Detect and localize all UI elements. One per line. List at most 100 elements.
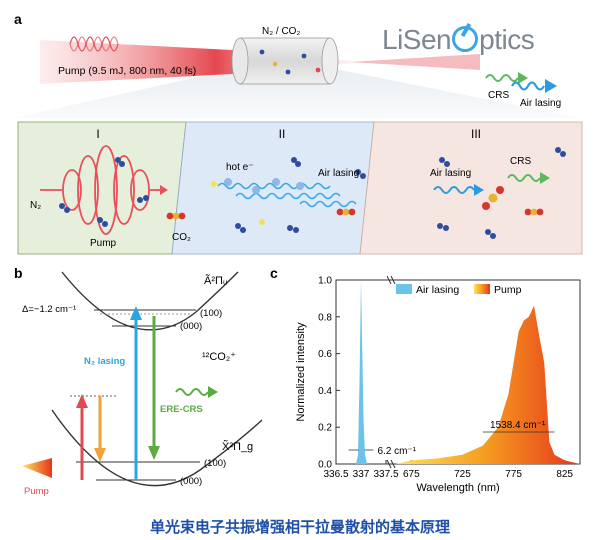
ere-crs-arrow-head	[148, 446, 160, 460]
lisen-optics-logo: LiSen ptics	[382, 24, 535, 56]
axis-break-mark	[386, 459, 392, 469]
y-tick-label: 1.0	[318, 276, 332, 287]
crs-label: CRS	[488, 90, 509, 101]
stage-3-numeral: III	[471, 127, 481, 141]
pump-up-arrow-head	[76, 394, 88, 408]
upper-state-label: Ã²Πᵤ	[204, 274, 227, 287]
gas-cell-end-right	[321, 37, 339, 85]
legend-label: Air lasing	[416, 284, 459, 296]
molecule-label: ¹²CO₂⁺	[202, 351, 236, 363]
ere-crs-wave-head	[208, 386, 218, 398]
gas-cell-end-left	[231, 37, 249, 85]
upper-potential-curve	[61, 271, 239, 331]
figure-caption: 单光束电子共振增强相干拉曼散射的基本原理	[149, 518, 450, 536]
logo-o-mark-icon	[452, 26, 479, 52]
pump-params-label: Pump (9.5 mJ, 800 nm, 40 fs)	[58, 65, 196, 77]
stage-1-numeral: I	[96, 127, 99, 141]
y-tick-label: 0.4	[318, 386, 332, 397]
legend-label: Pump	[494, 284, 522, 296]
stage-3-air-lasing-wave	[433, 186, 475, 194]
x-tick-label: 336.5	[323, 469, 348, 480]
annotation-label: 6.2 cm⁻¹	[378, 446, 417, 457]
x-tick-label: 775	[505, 469, 522, 480]
stage-3-crs-arrow	[540, 172, 550, 184]
lower-potential-curve	[51, 409, 263, 487]
axis-break-mark	[386, 275, 392, 285]
stage-1-pump-label: Pump	[90, 238, 117, 249]
stage-1-molecules	[59, 157, 186, 227]
stage-3-molecules	[437, 147, 566, 239]
cell-molecule	[272, 61, 278, 67]
annotation-label: 1538.4 cm⁻¹	[490, 420, 546, 431]
cell-molecule	[285, 69, 291, 75]
stage-3-air-lasing-arrow	[474, 184, 484, 196]
y-tick-label: 0.8	[318, 312, 332, 323]
upper-000-label: (000)	[180, 321, 202, 332]
x-tick-label: 725	[454, 469, 471, 480]
air-lasing-arrow-head	[545, 79, 557, 93]
x-tick-label: 825	[556, 469, 573, 480]
lower-state-label: X̃²Π_g	[222, 440, 253, 453]
pump-pulse-wave-mirror	[69, 36, 119, 52]
air-lasing-wave	[511, 81, 545, 91]
x-axis-label: Wavelength (nm)	[416, 482, 499, 494]
panel-b: b Pump Ã²Πᵤ X̃²Π_g Δ=−1.2 cm⁻¹ (100) (00…	[14, 265, 263, 497]
gas-cell	[239, 37, 331, 85]
panel-a-letter: a	[14, 11, 22, 27]
x-tick-label: 337.5	[373, 469, 398, 480]
pump-down-arrow-head	[94, 448, 106, 462]
x-tick-label: 675	[403, 469, 420, 480]
gas-label: N₂ / CO₂	[262, 26, 300, 37]
x-tick-label: 337	[353, 469, 370, 480]
ere-crs-wave	[175, 388, 209, 396]
y-tick-label: 0.6	[318, 349, 332, 360]
panel-a: a Pump (9.5 mJ, 800 nm, 40 fs) N₂ / CO₂ …	[14, 11, 583, 255]
y-tick-label: 0.2	[318, 423, 332, 434]
stage-3-crs-label: CRS	[510, 156, 531, 167]
axis-break-mark	[390, 459, 396, 469]
series-area-air-lasing	[336, 280, 386, 464]
panel-b-letter: b	[14, 265, 23, 281]
panel-c-letter: c	[270, 265, 278, 281]
exit-beam	[350, 54, 480, 70]
lower-000-label: (000)	[180, 476, 202, 487]
n2-lasing-label: N₂ lasing	[84, 356, 125, 367]
stage-2-numeral: II	[279, 127, 286, 141]
stage-2-air-lasing-label: Air lasing	[318, 168, 359, 179]
series-area-pump	[396, 305, 580, 464]
crs-wave	[485, 74, 519, 82]
pump-label: Pump	[24, 486, 49, 497]
y-tick-label: 0.0	[318, 460, 332, 471]
stage-2-molecules	[211, 157, 366, 233]
pump-spectrum-icon	[22, 458, 52, 478]
stage-2-waves	[217, 182, 357, 208]
lower-100-label: (100)	[204, 458, 226, 469]
axis-break-mark	[390, 275, 396, 285]
stage-1-pump-spiral	[40, 145, 168, 235]
cell-molecule	[301, 53, 307, 59]
cell-molecule	[259, 49, 265, 55]
pump-beam	[40, 40, 360, 84]
stage-3-crs-wave	[507, 174, 541, 182]
y-axis-label: Normalized intensity	[295, 322, 307, 422]
n2-lasing-arrow-head	[130, 306, 142, 320]
stage-1-co2-label: CO₂	[172, 232, 191, 243]
legend-swatch	[474, 284, 490, 294]
air-lasing-label: Air lasing	[520, 98, 561, 109]
legend-swatch	[396, 284, 412, 294]
cell-molecule	[315, 67, 321, 73]
stage-2-hot-electron-label: hot e⁻	[226, 162, 254, 173]
stage-3-air-lasing-label: Air lasing	[430, 168, 471, 179]
delta-label: Δ=−1.2 cm⁻¹	[22, 304, 76, 315]
projection-cone	[14, 68, 580, 118]
crs-arrow-head	[518, 72, 528, 84]
stage-2-box	[171, 121, 375, 255]
logo-text-part2: ptics	[479, 24, 535, 55]
upper-100-label: (100)	[200, 308, 222, 319]
logo-text-part1: LiSen	[382, 24, 452, 55]
ere-crs-label: ERE-CRS	[160, 404, 203, 415]
stage-1-n2-label: N₂	[30, 200, 41, 211]
